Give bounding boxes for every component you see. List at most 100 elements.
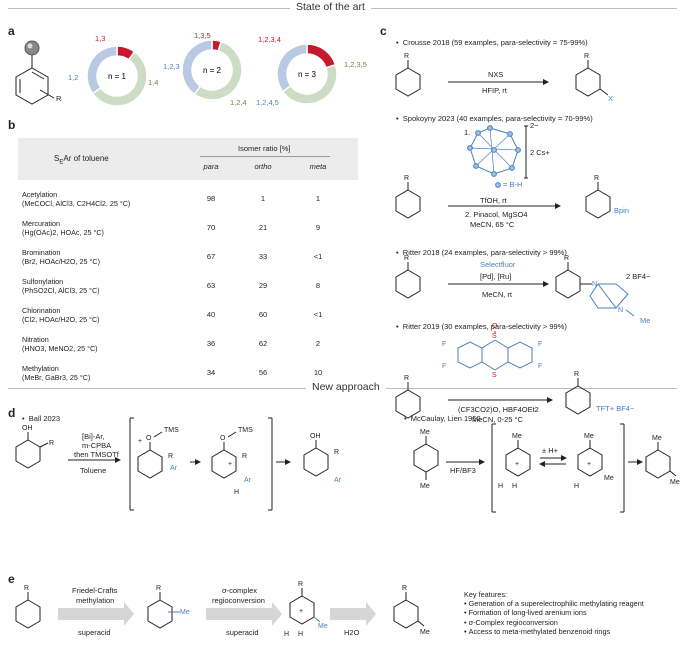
c1-product: R xyxy=(575,53,609,97)
table-header-title: SEAr of toluene xyxy=(54,154,109,166)
e-step1-below: superacid xyxy=(78,628,111,637)
svg-text:F: F xyxy=(442,363,446,370)
svg-text:Me: Me xyxy=(180,609,190,616)
d-mc-title-text: McCaulay, Lien 1952 xyxy=(410,414,481,423)
svg-text:Me: Me xyxy=(420,629,430,636)
svg-text:S: S xyxy=(492,372,497,379)
donut-segment xyxy=(86,45,118,95)
row-name: Mercuration xyxy=(22,219,60,228)
svg-text:H: H xyxy=(574,483,579,490)
c1-product-x: X xyxy=(608,94,614,103)
c3-above2: [Pd], [Ru] xyxy=(480,272,512,281)
svg-text:Me: Me xyxy=(420,483,430,490)
svg-text:H: H xyxy=(498,483,503,490)
svg-text:R: R xyxy=(404,175,409,182)
row-conditions: (MeCOCl, AlCl3, C2H4Cl2, 25 °C) xyxy=(22,199,131,208)
d-mc-title: • McCaulay, Lien 1952 xyxy=(404,414,481,423)
cell-para: 98 xyxy=(206,194,216,203)
row-name: Nitration xyxy=(22,335,49,344)
c2-above: 1. xyxy=(464,128,471,137)
row-conditions: (Hg(OAc)2, HOAc, 25 °C) xyxy=(22,228,104,237)
svg-text:H: H xyxy=(512,483,517,490)
svg-text:OH: OH xyxy=(310,433,321,440)
e-product: R Me xyxy=(393,585,430,636)
d-mc-above: HF/BF3 xyxy=(450,466,476,475)
donut3-label-blue: 1,2,4,5 xyxy=(256,98,279,107)
cell-meta: <1 xyxy=(313,310,323,319)
svg-text:Ar: Ar xyxy=(244,477,252,484)
donut1-label-red: 1,3 xyxy=(95,34,106,43)
svg-text:R: R xyxy=(404,255,409,262)
row-name: Sulfonylation xyxy=(22,277,64,286)
c4-product: R xyxy=(565,371,591,415)
carborane-cluster xyxy=(467,125,528,188)
feature-item-text: Formation of long-lived arenium ions xyxy=(468,608,587,618)
c4-product: TFT+ BF4− xyxy=(596,404,635,413)
c3-me: Me xyxy=(640,316,651,325)
cell-para: 36 xyxy=(206,339,216,348)
svg-text:H: H xyxy=(284,631,289,638)
key-features-title: Key features: xyxy=(464,590,507,599)
section-title-state: State of the art xyxy=(290,1,371,13)
c2-reactant: R xyxy=(395,175,421,219)
e-toluene: R Me xyxy=(147,585,190,629)
c2-below1: TfOH, rt xyxy=(480,196,507,205)
donut-segment xyxy=(181,39,213,96)
e-step2-above2: regioconversion xyxy=(212,596,265,605)
svg-text:N: N xyxy=(592,281,597,288)
svg-text:R: R xyxy=(156,585,161,592)
panel-letter-a: a xyxy=(8,24,15,38)
c3-bf4: 2 BF4− xyxy=(626,272,651,281)
cell-para: 63 xyxy=(206,281,216,290)
svg-text:N: N xyxy=(618,307,623,314)
e-arrow2 xyxy=(206,602,282,626)
cell-meta: 9 xyxy=(315,223,321,232)
svg-text:TMS: TMS xyxy=(238,427,253,434)
row-name: Bromination xyxy=(22,248,61,257)
row-conditions: (PhSO2Cl, AlCl3, 25 °C) xyxy=(22,286,100,295)
row-conditions: (MeBr, GaBr3, 25 °C) xyxy=(22,373,91,382)
svg-text:TMS: TMS xyxy=(164,427,179,434)
d-xylene: Me Me xyxy=(413,429,439,490)
donut-center-label: n = 1 xyxy=(108,72,127,81)
feature-item: • Generation of a superelectrophilic met… xyxy=(464,599,644,609)
svg-text:R: R xyxy=(404,375,409,382)
svg-text:O: O xyxy=(492,323,498,330)
d-phenol: OH R xyxy=(15,425,54,469)
feature-item: • σ-Complex regioconversion xyxy=(464,617,558,627)
donut-center-label: n = 3 xyxy=(298,70,317,79)
svg-text:R: R xyxy=(334,449,339,456)
panel-letter-c: c xyxy=(380,24,387,38)
svg-text:Ar: Ar xyxy=(334,477,342,484)
cell-ortho: 29 xyxy=(258,281,268,290)
key-features: Key features: • Generation of a superele… xyxy=(464,590,644,636)
d-ball-above3: then TMSOTf xyxy=(74,450,119,459)
svg-text:R: R xyxy=(584,53,589,60)
c4-below1: (CF3CO2)O, HBF4OEt2 xyxy=(458,405,539,414)
svg-text:+: + xyxy=(228,461,232,468)
panel-letter-d: d xyxy=(8,406,16,420)
row-name: Acetylation xyxy=(22,190,58,199)
e-step2-below: superacid xyxy=(226,628,259,637)
svg-text:R: R xyxy=(168,453,173,460)
c3-title-text: Ritter 2018 (24 examples, para-selectivi… xyxy=(402,248,567,257)
cell-meta: 10 xyxy=(313,368,323,377)
cell-para: 67 xyxy=(206,252,216,261)
d-ball-below: Toluene xyxy=(80,466,107,475)
e-step1-above2: methylation xyxy=(76,596,115,605)
panel-a-structure xyxy=(15,40,55,105)
cell-ortho: 56 xyxy=(258,368,268,377)
donut2-label-blue: 1,2,3 xyxy=(163,62,180,71)
svg-text:Me: Me xyxy=(652,435,662,442)
svg-text:Ar: Ar xyxy=(170,465,178,472)
d-product: OH R Ar xyxy=(303,433,342,484)
c2-title-text: Spokoyny 2023 (40 examples, para-selecti… xyxy=(402,114,593,123)
col-para: para xyxy=(203,162,219,171)
svg-text:R: R xyxy=(298,581,303,588)
donut-center-label: n = 2 xyxy=(203,66,222,75)
d-arenium1: Me + H H xyxy=(498,433,531,490)
d-ball-title-text: Ball 2023 xyxy=(28,414,61,423)
c2-product-bpin: Bpin xyxy=(614,206,630,215)
svg-text:R: R xyxy=(404,53,409,60)
c1-reactant: R xyxy=(395,53,421,97)
